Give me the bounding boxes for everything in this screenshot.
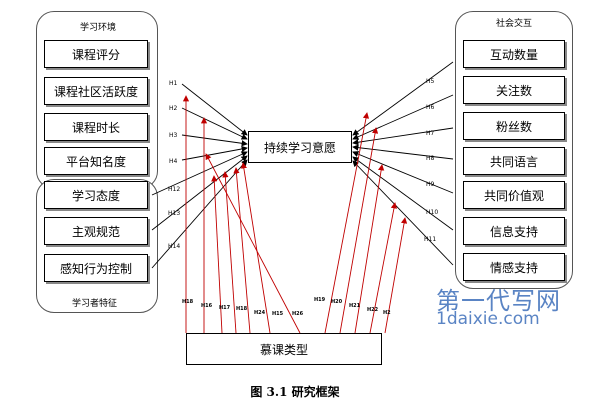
moderator-arrow-11	[369, 202, 398, 334]
watermark-url: 1daixie.com	[436, 309, 540, 329]
arrow-h4	[181, 145, 248, 161]
node-follower-count: 粉丝数	[463, 112, 565, 140]
label-h7: H7	[426, 130, 435, 137]
social-interaction-title: 社会交互	[496, 19, 533, 29]
node-common-values: 共同价值观	[463, 181, 565, 209]
arrow-h13	[151, 155, 248, 231]
label-h14: H14	[168, 243, 180, 250]
label-bottom-11: H22	[367, 307, 379, 313]
node-course-duration: 课程时长	[44, 113, 148, 141]
label-h12: H12	[168, 186, 180, 193]
label-bottom-12: H2	[383, 310, 391, 316]
label-bottom-2: H16	[201, 303, 213, 309]
arrow-h7	[352, 127, 454, 146]
arrow-h14	[151, 159, 248, 269]
node-mooc-type: 慕课类型	[186, 333, 382, 365]
arrow-h9	[352, 151, 454, 194]
label-bottom-9: H20	[331, 299, 343, 305]
arrow-h1	[181, 83, 248, 136]
label-h8: H8	[426, 155, 435, 162]
figure-caption: 图 3.1 研究框架	[250, 385, 340, 399]
moderator-arrow-12	[384, 217, 408, 334]
node-following-count: 关注数	[463, 76, 565, 104]
node-course-rating: 课程评分	[44, 40, 148, 68]
node-continuance-intention: 持续学习意愿	[248, 131, 352, 163]
moderator-arrow-8	[324, 112, 370, 334]
label-h11: H11	[424, 236, 436, 243]
label-h5: H5	[426, 78, 435, 85]
moderator-arrow-9	[339, 127, 379, 334]
watermark-title: 第一代写网	[436, 287, 561, 315]
arrow-h5	[352, 61, 454, 136]
label-bottom-4: H18	[236, 306, 248, 312]
node-perceived-behavior-control: 感知行为控制	[44, 254, 148, 282]
node-information-support: 信息支持	[463, 217, 565, 245]
moderator-arrow-10	[354, 164, 385, 334]
arrow-h8	[352, 144, 454, 160]
arrow-h11	[352, 160, 454, 266]
moderator-arrow-5	[233, 167, 251, 334]
arrow-h10	[352, 156, 454, 231]
node-platform-awareness: 平台知名度	[44, 147, 148, 175]
label-h6: H6	[426, 104, 435, 111]
moderator-arrow-3	[211, 175, 223, 334]
label-bottom-8: H19	[314, 297, 326, 303]
node-community-activity: 课程社区活跃度	[44, 77, 148, 105]
label-h3: H3	[169, 132, 178, 139]
label-h1: H1	[169, 80, 178, 87]
arrow-h2	[181, 107, 248, 140]
learner-traits-title: 学习者特征	[72, 299, 118, 309]
label-bottom-7: H26	[292, 311, 304, 317]
learning-environment-title: 学习环境	[80, 23, 117, 33]
moderator-arrow-7	[205, 153, 301, 334]
node-common-language: 共同语言	[463, 147, 565, 175]
label-h10: H10	[426, 209, 438, 216]
label-bottom-3: H17	[219, 305, 231, 311]
moderator-arrow-6	[240, 162, 271, 334]
label-bottom-5: H24	[254, 310, 266, 316]
node-emotional-support: 情感支持	[463, 253, 565, 281]
label-h4: H4	[169, 158, 178, 165]
arrow-h12	[151, 151, 248, 196]
moderator-arrow-4	[222, 171, 237, 334]
label-h2: H2	[169, 105, 178, 112]
node-subjective-norm: 主观规范	[44, 217, 148, 245]
label-h9: H9	[426, 181, 435, 188]
label-h13: H13	[168, 210, 180, 217]
node-learning-attitude: 学习态度	[44, 181, 148, 209]
node-interaction-count: 互动数量	[463, 40, 565, 68]
label-bottom-6: H15	[272, 311, 284, 317]
arrow-h3	[181, 134, 248, 147]
arrow-h6	[352, 94, 454, 140]
label-bottom-1: H18	[182, 299, 194, 305]
label-bottom-10: H21	[349, 303, 361, 309]
